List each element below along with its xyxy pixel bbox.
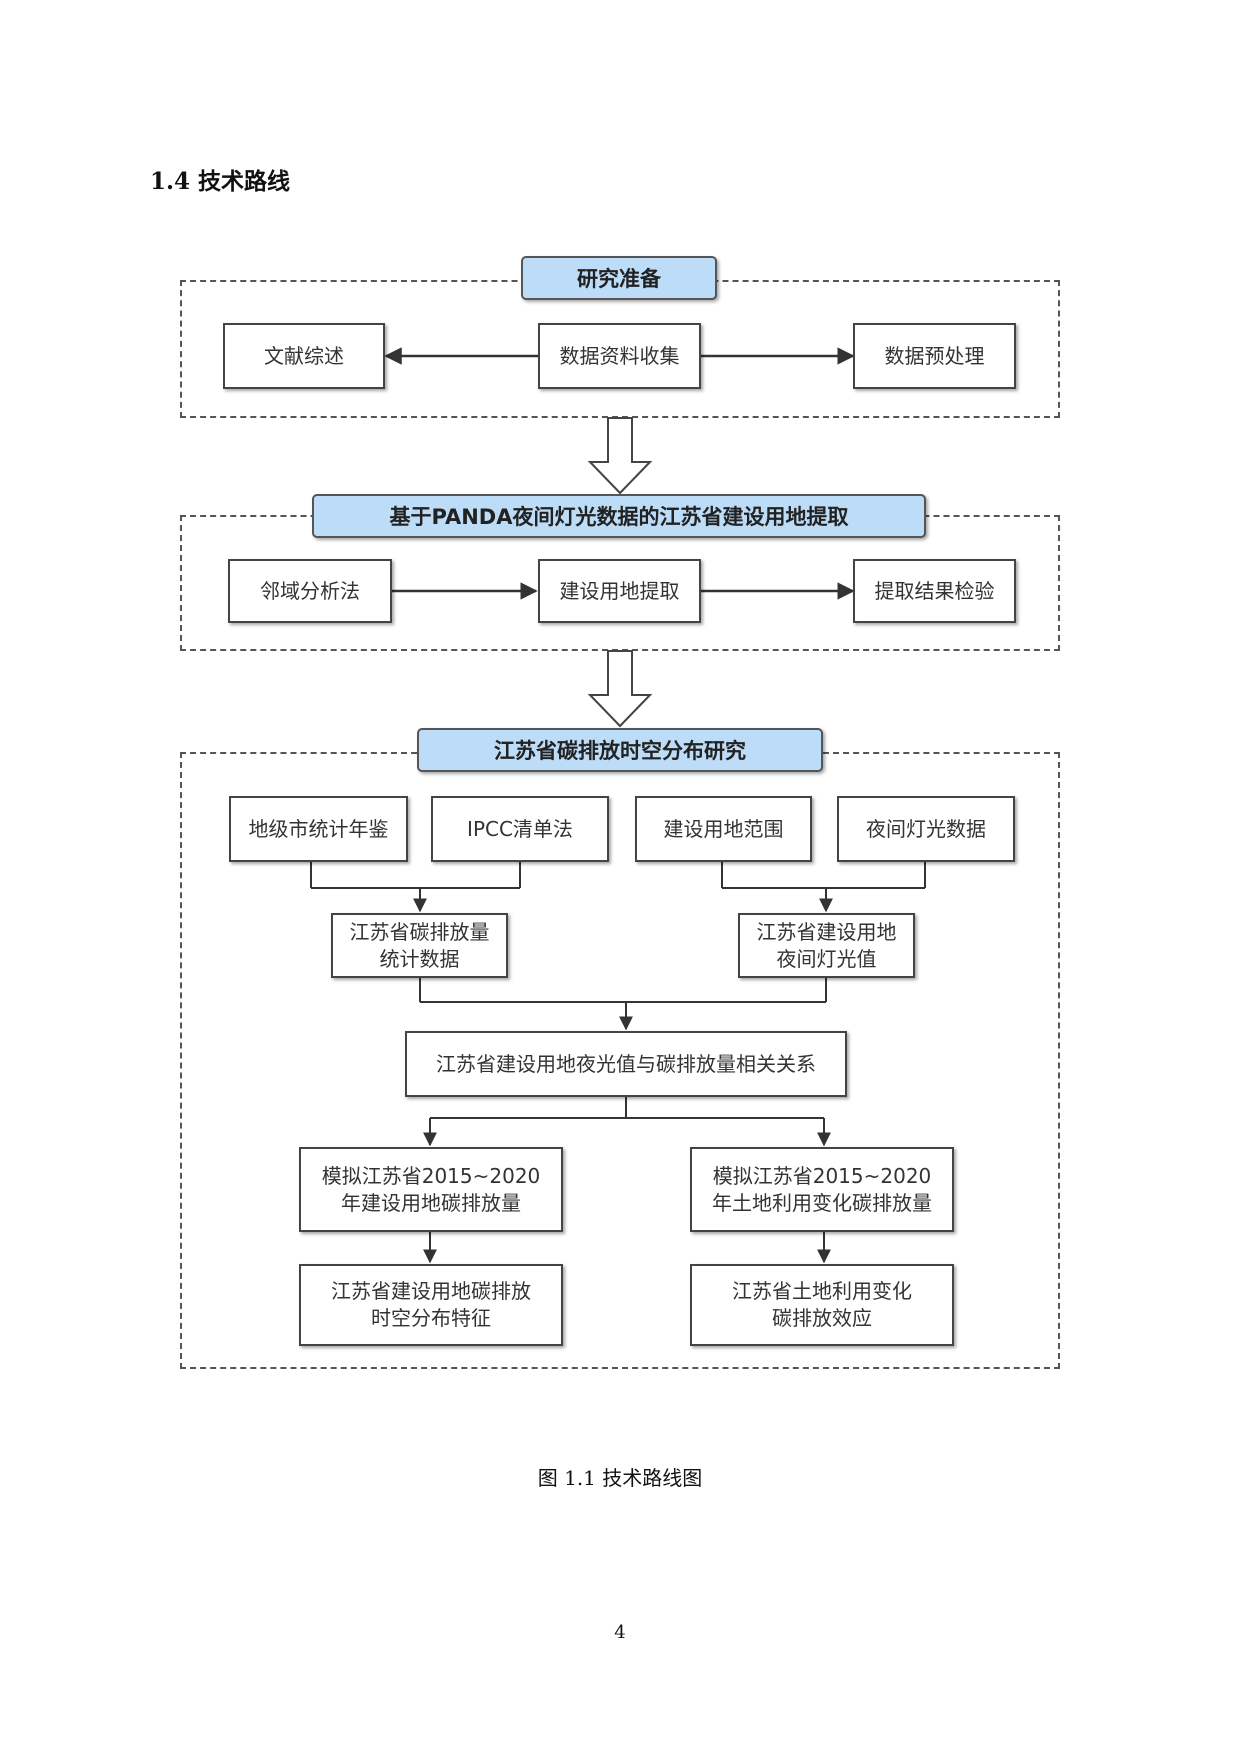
node-sim-land-use-carbon: 模拟江苏省2015~2020 年土地利用变化碳排放量	[690, 1147, 954, 1232]
node-nightlight-data: 夜间灯光数据	[837, 796, 1015, 862]
block-arrow-stage1-to-stage2	[587, 417, 653, 495]
node-literature-review: 文献综述	[223, 323, 385, 389]
stage1-title: 研究准备	[521, 256, 717, 300]
node-ipcc-method: IPCC清单法	[431, 796, 609, 862]
stage2-title: 基于PANDA夜间灯光数据的江苏省建设用地提取	[312, 494, 926, 538]
node-built-land-extraction: 建设用地提取	[538, 559, 701, 623]
page-number: 4	[614, 1622, 626, 1643]
node-extraction-check: 提取结果检验	[853, 559, 1016, 623]
node-data-preprocess: 数据预处理	[853, 323, 1016, 389]
node-sim-built-land-carbon: 模拟江苏省2015~2020 年建设用地碳排放量	[299, 1147, 563, 1232]
node-neighborhood-analysis: 邻域分析法	[228, 559, 392, 623]
node-spatiotemporal-feature: 江苏省建设用地碳排放 时空分布特征	[299, 1264, 563, 1346]
stage3-title: 江苏省碳排放时空分布研究	[417, 728, 823, 772]
node-built-land-range: 建设用地范围	[635, 796, 812, 862]
node-carbon-statistics: 江苏省碳排放量 统计数据	[331, 913, 508, 978]
node-city-yearbook: 地级市统计年鉴	[229, 796, 408, 862]
node-correlation: 江苏省建设用地夜光值与碳排放量相关关系	[405, 1031, 847, 1097]
node-land-use-carbon-effect: 江苏省土地利用变化 碳排放效应	[690, 1264, 954, 1346]
section-heading: 1.4 技术路线	[150, 168, 291, 195]
block-arrow-stage2-to-stage3	[587, 650, 653, 728]
node-data-collection: 数据资料收集	[538, 323, 701, 389]
figure-caption: 图 1.1 技术路线图	[537, 1466, 703, 1490]
node-nightlight-value: 江苏省建设用地 夜间灯光值	[738, 913, 915, 978]
